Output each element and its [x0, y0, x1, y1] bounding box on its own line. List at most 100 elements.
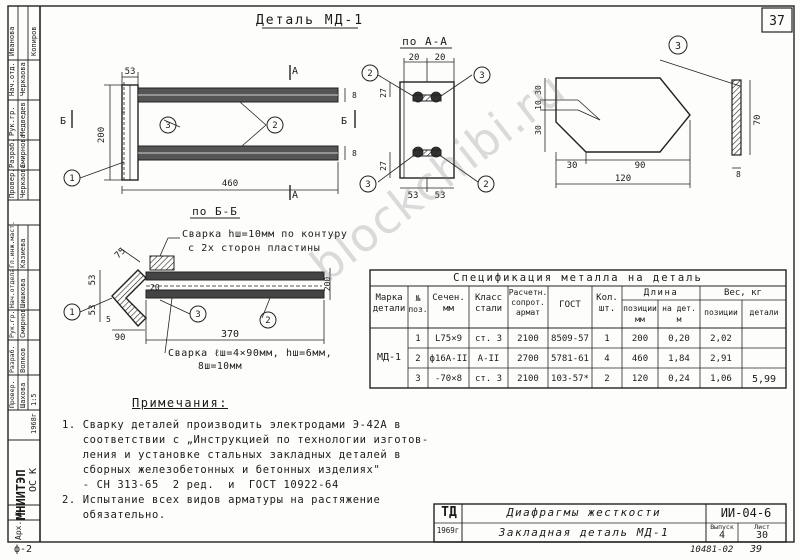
callout-aa-3b: 3 — [365, 180, 370, 190]
spec-cell-len-det: 1,84 — [668, 354, 690, 364]
dim-bb-20: 20 — [150, 283, 160, 292]
spec-cell-len-det: 0,20 — [668, 334, 690, 344]
side-stamp-mid-role: Рук.гр. — [8, 310, 16, 338]
spec-cell-section: -70×8 — [434, 374, 463, 384]
spec-cell-len-pos: 460 — [631, 354, 649, 364]
spec-header-steel: Класс стали — [474, 293, 503, 314]
side-stamp-top-name: Черкаова — [19, 164, 27, 198]
side-stamp-sek: ОС К — [28, 467, 39, 492]
dim-plate-bottom-left: 30 — [567, 161, 578, 171]
notes-line: - СН 313-65 2 ред. и ГОСТ 10922-64 — [62, 479, 339, 491]
side-stamp-mid-name: Шишкова — [19, 278, 27, 308]
spec-header-section: Сечен. мм — [432, 293, 465, 314]
side-stamp-mid-name: Шахова — [19, 382, 27, 408]
spec-cell-steel: ст. 3 — [474, 334, 503, 344]
spec-cell-pos: 3 — [415, 374, 421, 384]
callout-aa-2b: 2 — [483, 180, 488, 190]
spec-header-weight: Вес, кг — [724, 288, 762, 298]
title-block-year: 1969г — [436, 526, 460, 535]
spec-cell-gost: 103-57* — [551, 374, 589, 384]
spec-cell-pos: 1 — [415, 334, 421, 344]
spec-cell-len-det: 0,24 — [668, 374, 690, 384]
dim-plate-h1: 30 — [534, 85, 543, 95]
spec-cell-pos: 2 — [415, 354, 421, 364]
notes-line: 2. Испытание всех видов арматуры на раст… — [62, 494, 381, 506]
section-mark-a-bottom: А — [292, 190, 298, 201]
dim-bb-75: 75 — [113, 246, 128, 261]
side-stamp-top-name: Черкаова — [19, 62, 27, 96]
spec-cell-section: L75×9 — [434, 334, 463, 344]
title-block-name-2: Закладная деталь МД-1 — [498, 526, 670, 539]
dim-plate-thick: 8 — [736, 170, 741, 179]
dim-main-top: 53 — [125, 67, 136, 77]
side-stamp-top-role: Разраб. — [8, 138, 16, 168]
title-block-logo: ТД — [441, 505, 457, 520]
callout-bb-2: 2 — [265, 316, 270, 326]
dim-aa-w1: 53 — [408, 191, 419, 201]
spec-cell-len-pos: 200 — [631, 334, 649, 344]
spec-cell-len-pos: 120 — [631, 374, 649, 384]
spec-total-weight: 5,99 — [751, 374, 777, 385]
side-stamp-mid-role: Гл.инж.маст. — [8, 221, 16, 268]
bottom-page-number: 39 — [750, 544, 763, 555]
callout-bb-1: 1 — [69, 308, 74, 318]
side-stamp-scale: 1:5 — [30, 393, 38, 406]
dim-main-height: 200 — [97, 127, 107, 143]
callout-main-1: 1 — [69, 174, 74, 184]
side-stamp-date: 1968г — [30, 412, 38, 434]
spec-cell-qty: 4 — [604, 354, 610, 364]
spec-cell-w-pos: 2,91 — [710, 354, 732, 364]
spec-cell-qty: 2 — [604, 374, 610, 384]
weld-note-bottom-1: Сварка ℓш=4×90мм, hш=6мм, — [168, 348, 332, 359]
dim-bb-53a: 53 — [88, 275, 98, 286]
main-view-drawing — [63, 65, 356, 200]
dim-aa-h2: 27 — [379, 161, 388, 171]
spec-cell-w-pos: 1,06 — [710, 374, 732, 384]
spec-title: Спецификация металла на деталь — [453, 272, 703, 284]
weld-note-top-2: с 2х сторон пластины — [188, 243, 320, 254]
side-stamp-top-name: Смирнова — [19, 134, 27, 168]
title-block-sheet-label: Лист — [754, 523, 770, 531]
side-stamp-top-role: Провер. — [8, 168, 16, 198]
dim-main-side-2: 8 — [352, 149, 357, 158]
title-block-issue: 4 — [718, 530, 726, 541]
dim-bb-90: 90 — [115, 333, 126, 343]
dim-plate-side: 70 — [753, 115, 763, 126]
side-stamp-mid-name: Смирнов — [19, 308, 27, 338]
spec-cell-resist: 2100 — [517, 374, 539, 384]
bottom-left-mark: ф-2 — [14, 544, 33, 555]
bottom-doc-number: 10481-02 — [690, 545, 734, 555]
section-bb-title: по Б-Б — [192, 205, 238, 218]
dim-plate-bottom-mid: 90 — [635, 161, 646, 171]
dim-bb-5: 5 — [106, 315, 111, 324]
callout-main-3: 3 — [165, 121, 170, 131]
side-stamp-top-name: Медведев — [19, 102, 27, 136]
outer-frame — [7, 5, 795, 543]
spec-cell-steel: ст. 3 — [474, 374, 503, 384]
spec-header-len-pos: позиции мм — [623, 304, 657, 324]
title-block-grid — [433, 503, 787, 543]
side-stamp-mid-name: Казиева — [19, 238, 27, 268]
spec-cell-gost: 5781-61 — [551, 354, 589, 364]
notes-line: 1. Сварку деталей производить электродам… — [62, 419, 402, 431]
callout-aa-3a: 3 — [479, 71, 484, 81]
dim-plate-h2: 10 — [534, 100, 543, 110]
spec-header-pos: № поз. — [408, 294, 428, 314]
spec-header-gost: ГОСТ — [559, 300, 581, 310]
notes-line: обязательно. — [62, 509, 166, 521]
section-bb-drawing — [63, 237, 331, 354]
title-block-name-1: Диафрагмы жесткости — [506, 506, 662, 519]
spec-cell-qty: 1 — [604, 334, 610, 344]
section-mark-a-top: А — [292, 66, 298, 77]
spec-cell-steel: А-II — [477, 354, 500, 364]
callout-aa-2a: 2 — [367, 69, 372, 79]
spec-header-w-det: детали — [749, 308, 779, 317]
spec-cell-resist: 2700 — [517, 354, 539, 364]
side-stamp-top-name: Копиров — [30, 26, 38, 56]
dim-aa-top-right: 20 — [435, 53, 446, 63]
section-mark-b-left: Б — [60, 116, 66, 127]
spec-header-qty: Кол. шт. — [596, 293, 618, 314]
dim-aa-w2: 53 — [435, 191, 446, 201]
